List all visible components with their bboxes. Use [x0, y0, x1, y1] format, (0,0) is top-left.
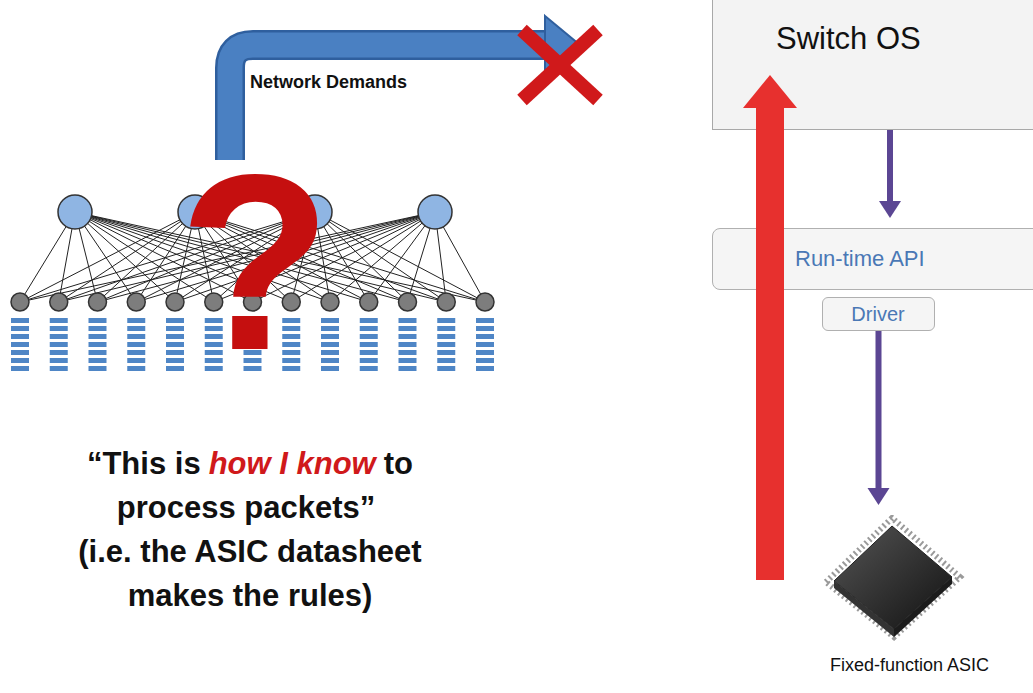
quote-block: “This ishow I knowto process packets”(i.… — [40, 442, 460, 618]
chip-edge — [834, 581, 894, 637]
output-neuron — [418, 195, 452, 229]
input-neuron — [89, 293, 107, 311]
node-label: Switch OS — [776, 21, 921, 57]
arrowhead — [868, 488, 890, 505]
input-neuron — [11, 293, 29, 311]
driver-box: Driver — [822, 297, 935, 331]
node-label: Driver — [851, 303, 904, 326]
arrowhead — [879, 201, 901, 218]
data-column — [127, 318, 145, 371]
net-link — [330, 212, 435, 302]
input-neuron — [399, 293, 417, 311]
os-box: Switch OS — [712, 0, 1033, 130]
blocked-cross — [522, 30, 598, 100]
net-link — [315, 212, 485, 302]
chip-icon — [820, 515, 970, 645]
capability-arrow — [756, 107, 784, 580]
data-column — [476, 318, 494, 371]
quote-text: (i.e. the ASIC datasheet makes the rules… — [40, 530, 460, 618]
control-arrow — [876, 331, 882, 489]
data-column — [89, 318, 107, 371]
data-column — [50, 318, 68, 371]
quote-text: “This is — [87, 446, 201, 481]
data-column — [360, 318, 378, 371]
data-column — [399, 318, 417, 371]
chip-body — [834, 526, 952, 629]
emphasis-text: how I know — [209, 446, 376, 481]
output-neuron — [58, 195, 92, 229]
input-neuron — [360, 293, 378, 311]
control-arrow — [887, 130, 893, 202]
node-label: Fixed-function ASIC — [830, 655, 989, 676]
data-column — [11, 318, 29, 371]
input-neuron — [476, 293, 494, 311]
input-neuron — [50, 293, 68, 311]
input-neuron — [437, 293, 455, 311]
question-mark: ? — [170, 138, 340, 388]
api-box: Run-time API — [712, 228, 1033, 290]
arrow-label: Network Demands — [250, 72, 407, 93]
asic-chip: Fixed-function ASIC — [820, 515, 1020, 680]
node-label: Run-time API — [795, 246, 925, 272]
input-neuron — [127, 293, 145, 311]
chip-edge — [894, 577, 952, 637]
data-column — [437, 318, 455, 371]
chip-pins — [826, 518, 960, 637]
